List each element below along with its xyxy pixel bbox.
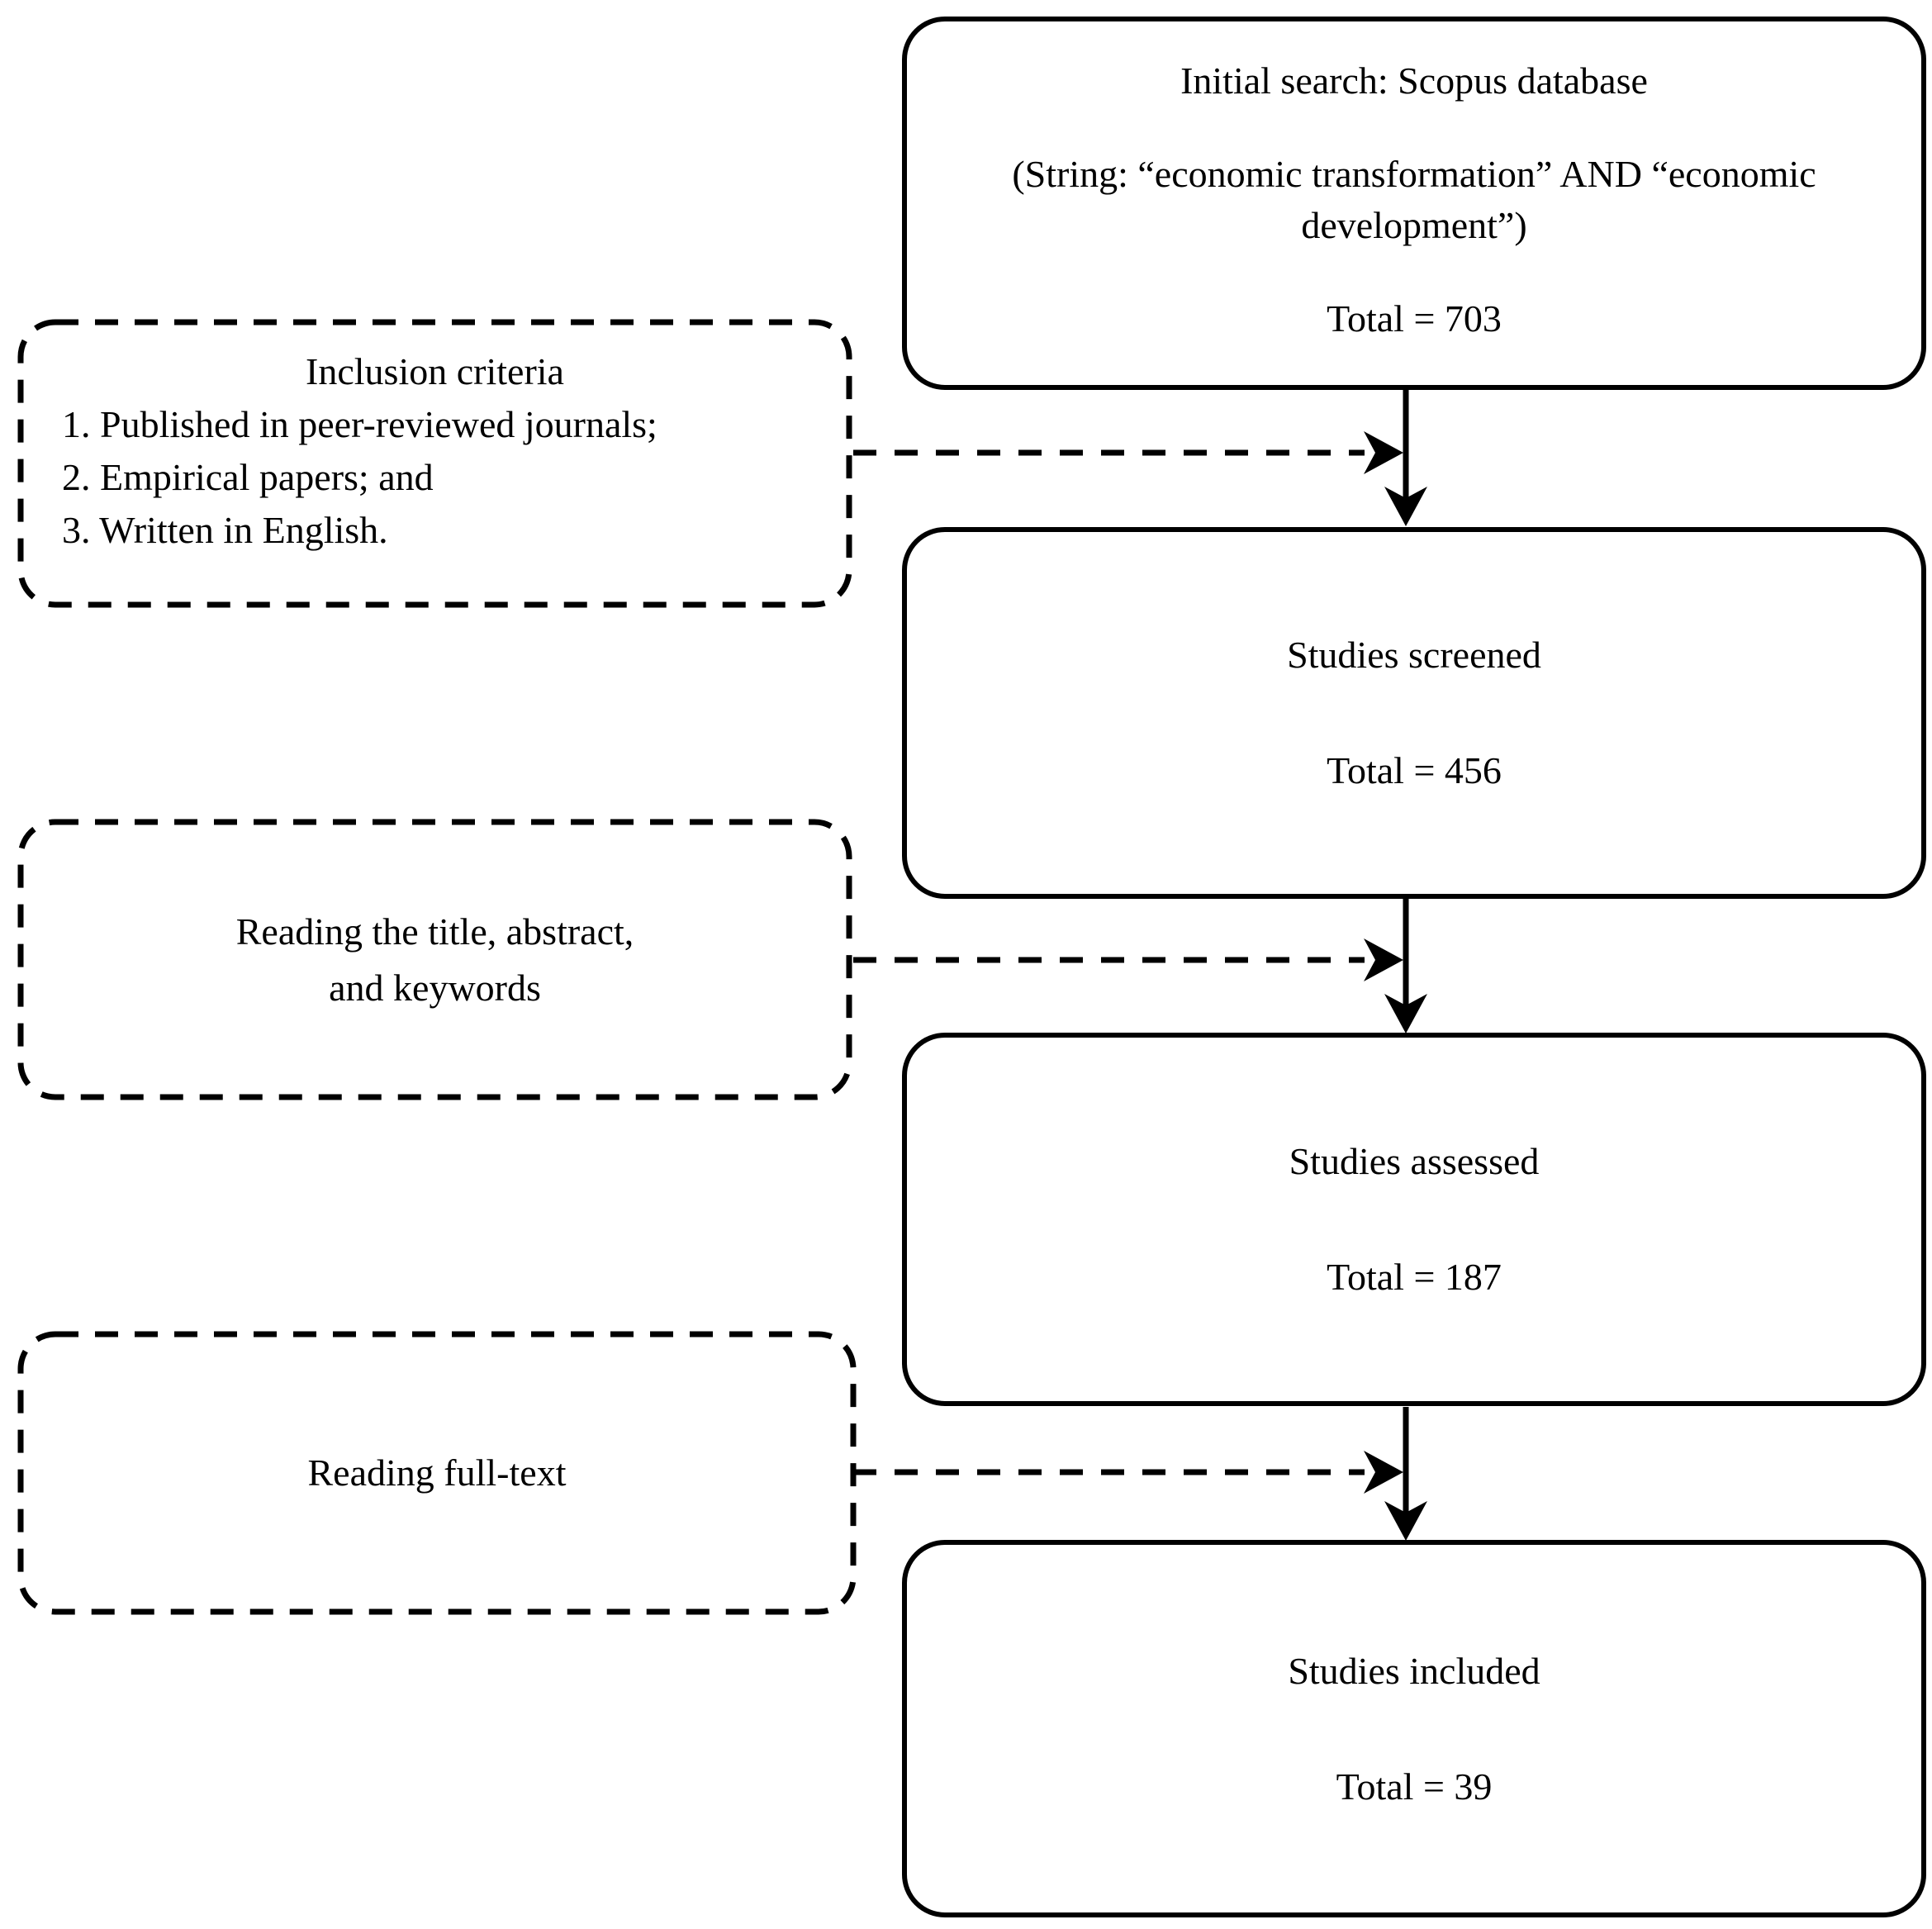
- process-box-total: Total = 187: [1327, 1256, 1502, 1298]
- right-arrowhead-icon: [1364, 1451, 1403, 1494]
- process-box-total: Total = 456: [1327, 749, 1502, 791]
- process-box-total: Total = 703: [1327, 297, 1502, 340]
- down-arrowhead-icon: [1384, 1501, 1427, 1541]
- criteria-item: 2. Empirical papers; and: [62, 456, 434, 498]
- process-box-studies-included: Studies included Total = 39: [902, 1540, 1926, 1917]
- down-arrowhead-icon: [1384, 994, 1427, 1033]
- process-box-studies-assessed: Studies assessed Total = 187: [902, 1033, 1926, 1406]
- criteria-item: 1. Published in peer-reviewed journals;: [62, 403, 657, 445]
- process-box-studies-screened: Studies screened Total = 456: [902, 527, 1926, 899]
- criteria-box-inclusion-criteria: Inclusion criteria 1. Published in peer-…: [21, 322, 849, 605]
- criteria-box-line: and keywords: [329, 966, 541, 1009]
- criteria-box-line: Reading the title, abstract,: [235, 910, 634, 953]
- down-arrowhead-icon: [1384, 487, 1427, 526]
- criteria-item: 3. Written in English.: [62, 509, 388, 551]
- process-box-title: Studies screened: [1287, 634, 1541, 676]
- process-box-title: Studies assessed: [1289, 1140, 1540, 1182]
- process-box-total: Total = 39: [1336, 1765, 1493, 1808]
- process-box-title: Studies included: [1288, 1649, 1540, 1692]
- right-arrowhead-icon: [1364, 431, 1403, 474]
- process-box-title: Initial search: Scopus database: [1180, 59, 1648, 102]
- criteria-box-line: Reading full-text: [307, 1452, 567, 1494]
- criteria-list: 1. Published in peer-reviewed journals; …: [21, 398, 849, 557]
- right-arrowhead-icon: [1364, 938, 1403, 981]
- criteria-box-reading-title-abstract: Reading the title, abstract, and keyword…: [21, 822, 849, 1097]
- criteria-box-title: Inclusion criteria: [306, 350, 564, 392]
- process-box-initial-search: Initial search: Scopus database (String:…: [902, 17, 1926, 390]
- search-string-text: (String: “economic transformation” AND “…: [1012, 153, 1816, 246]
- criteria-box-reading-full-text: Reading full-text: [21, 1334, 853, 1612]
